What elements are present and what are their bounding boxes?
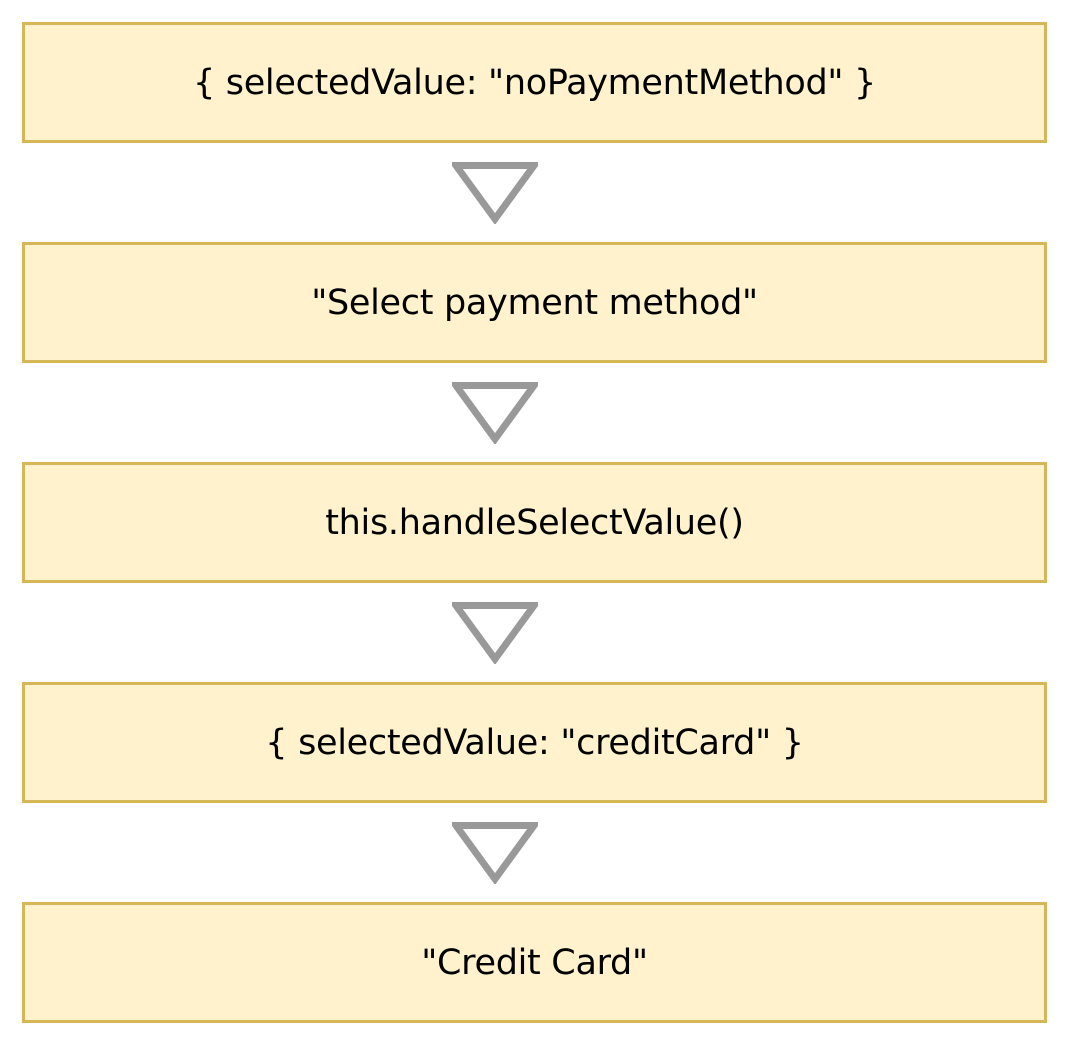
flow-node-render-credit-card: "Credit Card" (22, 902, 1047, 1023)
arrow-down-icon (452, 162, 538, 224)
flow-connector (0, 583, 1068, 682)
flow-node-state-updated: { selectedValue: "creditCard" } (22, 682, 1047, 803)
flow-node-handler: this.handleSelectValue() (22, 462, 1047, 583)
flow-connector (0, 363, 1068, 462)
flow-connector (0, 143, 1068, 242)
arrow-down-icon (452, 822, 538, 884)
arrow-down-icon (452, 382, 538, 444)
flow-node-label: "Credit Card" (421, 942, 648, 983)
flow-node-label: { selectedValue: "noPaymentMethod" } (192, 62, 877, 103)
flow-node-label: "Select payment method" (311, 282, 758, 323)
flow-node-render-select: "Select payment method" (22, 242, 1047, 363)
flow-node-label: { selectedValue: "creditCard" } (265, 722, 804, 763)
arrow-down-icon (452, 602, 538, 664)
flow-connector (0, 803, 1068, 902)
flow-node-state-initial: { selectedValue: "noPaymentMethod" } (22, 22, 1047, 143)
flow-node-label: this.handleSelectValue() (325, 502, 744, 543)
